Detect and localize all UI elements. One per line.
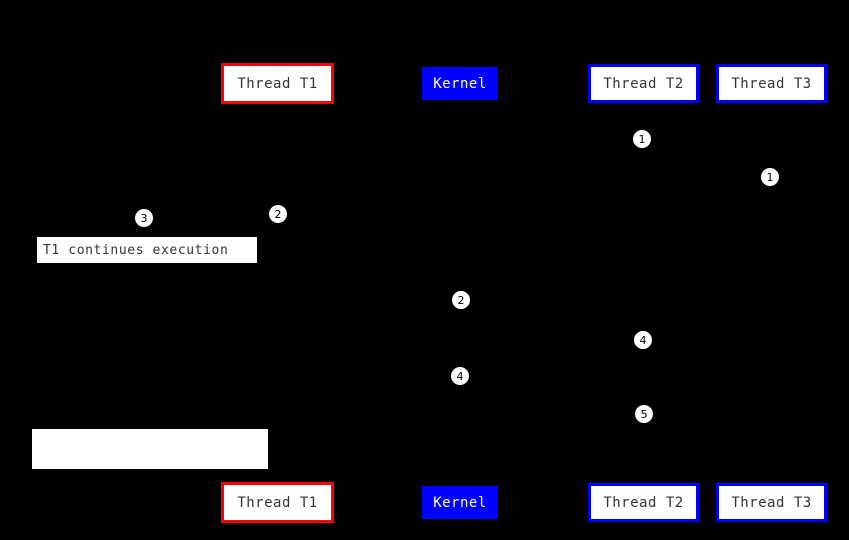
message-thread-t1-to-kernel [277,214,460,215]
participant-kernel-top[interactable]: Kernel [422,67,498,100]
participant-label: Kernel [433,494,487,511]
note-t1-continues: T1 continues execution [37,237,257,263]
note-text: T1 continues execution [43,242,229,258]
participant-thread-t2-top[interactable]: Thread T2 [588,64,699,103]
participant-kernel-bottom[interactable]: Kernel [422,486,498,519]
note-bottom-left [32,429,268,469]
step-circle-1-thread-t3: 1 [761,168,779,186]
participant-thread-t3-top[interactable]: Thread T3 [716,64,827,103]
participant-thread-t1-top[interactable]: Thread T1 [221,63,334,104]
step-circle-4-thread-t2: 4 [634,331,652,349]
participant-label: Thread T2 [603,75,684,92]
step-circle-1-thread-t2: 1 [633,130,651,148]
step-circle-3-note-t1-continues: 3 [135,209,153,227]
lifeline-thread-t2 [643,103,644,483]
participant-label: Thread T1 [237,75,318,92]
participant-label: Thread T3 [731,494,812,511]
lifeline-thread-t1 [277,104,278,482]
message-thread-t2-to-thread-t3 [643,140,771,141]
participant-thread-t3-bottom[interactable]: Thread T3 [716,483,827,522]
message-thread-t3-to-kernel [460,300,771,301]
step-circle-2-kernel: 2 [452,291,470,309]
participant-thread-t1-bottom[interactable]: Thread T1 [221,482,334,523]
message-kernel-to-thread-t1 [277,376,460,377]
message-kernel-to-thread-t2 [460,340,643,341]
participant-label: Thread T3 [731,75,812,92]
step-circle-5-thread-t2: 5 [635,405,653,423]
step-circle-4-kernel: 4 [451,367,469,385]
participant-label: Thread T2 [603,494,684,511]
step-circle-2-thread-t1: 2 [269,205,287,223]
message-thread-t2-to-kernel [460,414,643,415]
participant-label: Kernel [433,75,487,92]
lifeline-thread-t3 [771,103,772,483]
participant-thread-t2-bottom[interactable]: Thread T2 [588,483,699,522]
participant-label: Thread T1 [237,494,318,511]
